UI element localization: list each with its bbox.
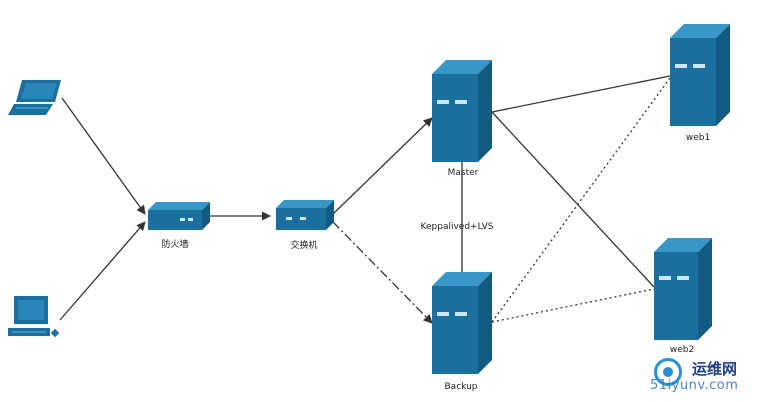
watermark-subtitle: 51iyunv.com (650, 378, 739, 393)
backup-to-web1-dotted-line (491, 77, 671, 323)
switch-to-backup-dashdot-line (332, 221, 433, 324)
ha-link-label: Keppalived+LVS (420, 222, 494, 232)
watermark-title: 运维网 (692, 360, 738, 378)
backup-label: Backup (444, 382, 478, 392)
backup-server-icon (432, 272, 492, 374)
laptop-to-firewall-line (61, 97, 146, 215)
connection-lines (59, 75, 671, 324)
web2-label: web2 (669, 345, 695, 355)
watermark-logo-dot (663, 367, 673, 377)
laptop-icon (8, 80, 61, 115)
master-to-web2-line (491, 111, 655, 288)
watermark-logo-icon (654, 358, 682, 386)
desktop-computer-icon (8, 296, 60, 338)
firewall-label: 防火墙 (161, 240, 189, 250)
switch-to-master-line (332, 117, 433, 215)
site-watermark: 运维网 51iyunv.com (646, 356, 760, 400)
master-server-icon (432, 60, 492, 162)
firewall-device-icon (148, 202, 210, 230)
desktop-to-firewall-line (59, 221, 146, 321)
switch-device-icon (276, 200, 334, 230)
master-label: Master (447, 168, 479, 178)
backup-to-web2-dotted-line (491, 288, 655, 323)
web1-label: web1 (685, 133, 711, 143)
switch-label: 交换机 (290, 241, 318, 251)
web2-server-icon (654, 238, 712, 340)
web1-server-icon (670, 24, 730, 126)
master-to-web1-line (491, 75, 671, 113)
